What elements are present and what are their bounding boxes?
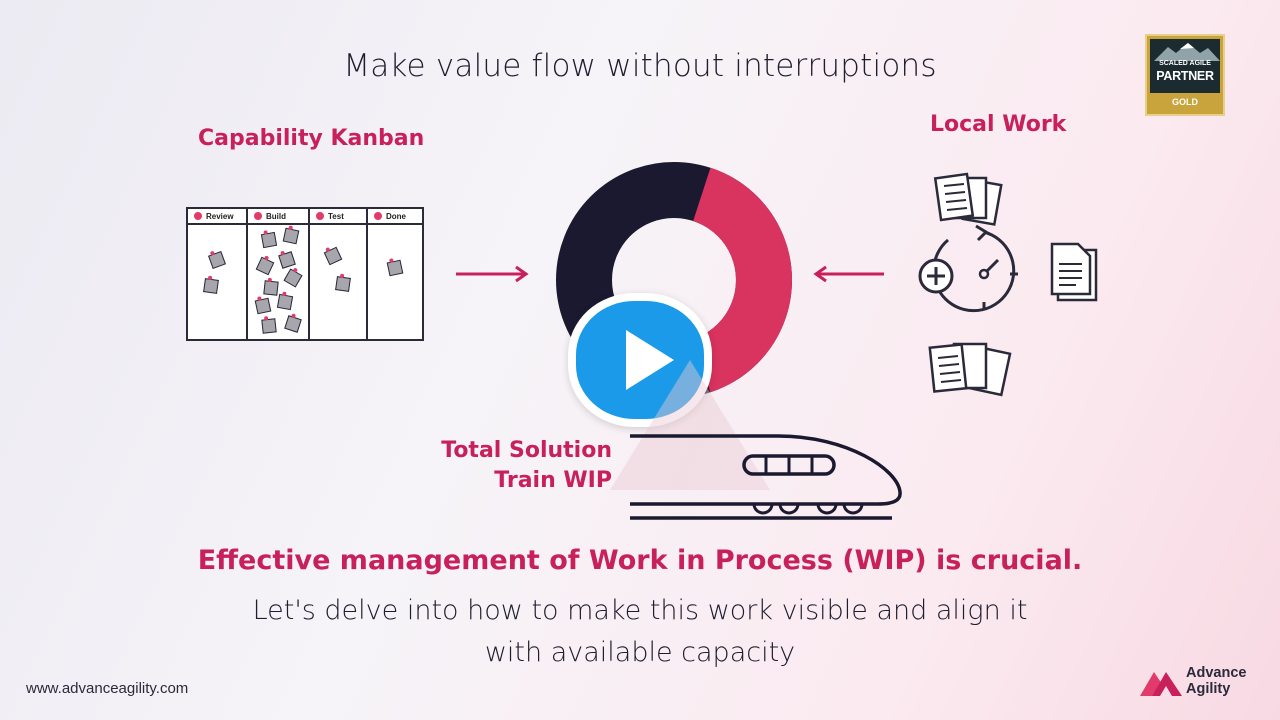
- kanban-column-test: Test: [310, 209, 368, 339]
- bottom-line2: with available capacity: [484, 637, 796, 668]
- clock-plus-icon: [918, 224, 1018, 313]
- arrow-right-icon: [456, 265, 529, 283]
- mountain-icon: [1154, 43, 1220, 61]
- watermark-logo: [610, 360, 770, 490]
- kanban-board: Review Build Test Done: [186, 207, 424, 341]
- local-work-heading: Local Work: [930, 112, 1067, 137]
- bottom-line1: Let's delve into how to make this work v…: [252, 595, 1028, 626]
- badge-line1: SCALED AGILE: [1159, 60, 1211, 67]
- advance-agility-logo: Advance Agility: [1138, 662, 1268, 702]
- slide-title: Make value flow without interruptions: [343, 48, 937, 84]
- kanban-column-label: Review: [206, 212, 234, 221]
- website-url: www.advanceagility.com: [26, 680, 189, 697]
- badge-line3: GOLD: [1172, 97, 1198, 107]
- document-icon: [1050, 242, 1098, 302]
- document-stack-icon: [933, 172, 1003, 226]
- play-button[interactable]: [568, 293, 712, 427]
- kanban-column-label: Build: [266, 212, 286, 221]
- kanban-column-label: Test: [328, 212, 344, 221]
- advance-agility-logo-icon: [1140, 672, 1182, 696]
- badge-line2: PARTNER: [1156, 69, 1214, 83]
- kanban-column-review: Review: [188, 209, 248, 339]
- brand-line2: Agility: [1186, 681, 1231, 697]
- document-stack-icon: [928, 342, 1012, 397]
- safe-partner-badge: SCALED AGILE PARTNER GOLD: [1145, 34, 1225, 116]
- bottom-description: Let's delve into how to make this work v…: [0, 590, 1280, 674]
- kanban-column-done: Done: [368, 209, 422, 339]
- kanban-column-build: Build: [248, 209, 310, 339]
- bottom-bold-statement: Effective management of Work in Process …: [197, 545, 1083, 576]
- train-icon: [630, 434, 902, 520]
- brand-line1: Advance: [1186, 665, 1247, 681]
- kanban-column-label: Done: [386, 212, 406, 221]
- capability-kanban-heading: Capability Kanban: [198, 126, 425, 151]
- total-solution-label: Total Solution Train WIP: [440, 436, 612, 496]
- arrow-left-icon: [813, 265, 884, 283]
- total-solution-line2: Train WIP: [494, 468, 612, 493]
- total-solution-line1: Total Solution: [441, 438, 612, 463]
